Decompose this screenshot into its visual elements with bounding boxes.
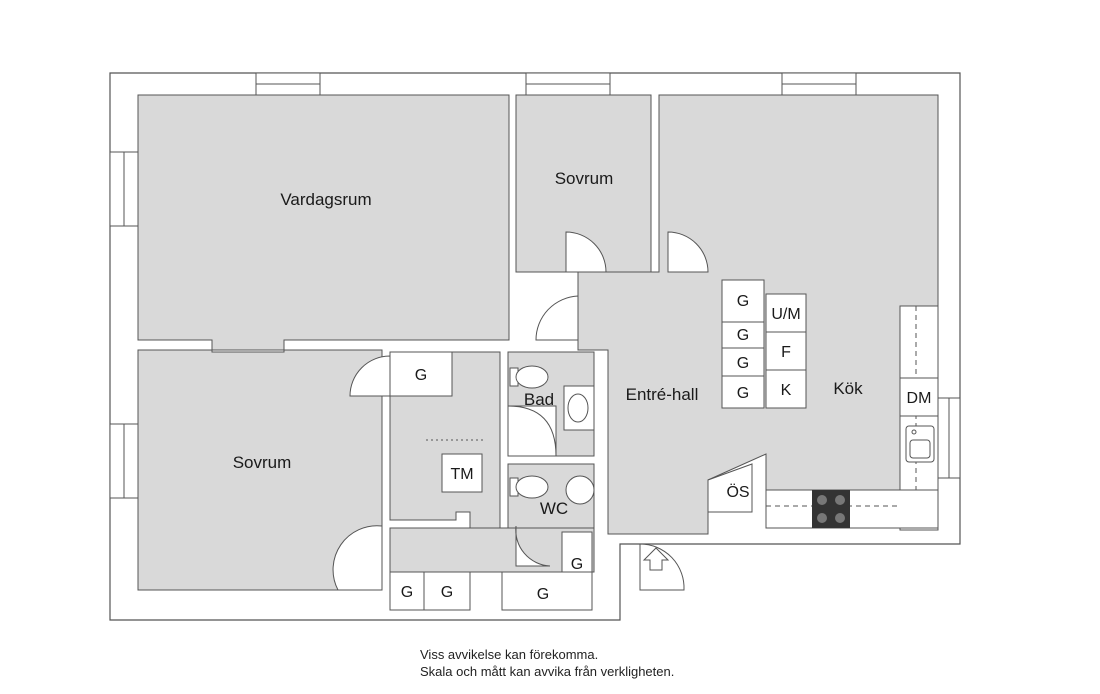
fridge-freezer-label: U/M — [771, 306, 800, 323]
room-label-bedroom-top: Sovrum — [555, 169, 614, 188]
bedroom-left-floor — [137, 349, 383, 591]
disclaimer: Viss avvikelse kan förekomma. Skala och … — [420, 646, 820, 680]
room-label-bedroom-left: Sovrum — [233, 453, 292, 472]
freezer-label: K — [781, 382, 792, 399]
entrance-arrow-icon — [642, 547, 670, 571]
coat-rack-label: ÖS — [726, 483, 749, 501]
wardrobe-label: G — [401, 584, 413, 601]
stove-icon — [812, 490, 850, 528]
wardrobe-label: G — [737, 327, 749, 344]
living-room-floor — [137, 94, 510, 351]
wardrobe-label: G — [415, 367, 427, 384]
dryer-label: TM — [450, 466, 473, 483]
wardrobe-label: G — [737, 355, 749, 372]
door-swings — [332, 231, 709, 591]
floor-plan: Vardagsrum Sovrum Sovrum Entré-hall Kök … — [109, 72, 961, 621]
wardrobe-label: G — [441, 584, 453, 601]
windows — [109, 72, 961, 499]
fridge-label: F — [781, 344, 791, 361]
wardrobe-label: G — [537, 586, 549, 603]
wardrobe-label: G — [737, 293, 749, 310]
sanitary-fixtures — [426, 365, 595, 505]
room-label-bathroom: Bad — [524, 390, 554, 409]
kitchen-counters — [765, 305, 939, 531]
room-label-entrance-hall: Entré-hall — [626, 385, 699, 404]
wardrobe-label: G — [571, 556, 583, 573]
dishwasher-label: DM — [907, 390, 932, 407]
room-label-wc: WC — [540, 499, 568, 518]
disclaimer-line-1: Viss avvikelse kan förekomma. — [420, 647, 599, 662]
disclaimer-line-2: Skala och mått kan avvika från verklighe… — [420, 664, 675, 679]
room-label-kitchen: Kök — [833, 379, 863, 398]
storage-floor — [389, 527, 595, 573]
cabinets — [389, 279, 807, 611]
room-label-living-room: Vardagsrum — [280, 190, 371, 209]
wardrobe-label: G — [737, 385, 749, 402]
